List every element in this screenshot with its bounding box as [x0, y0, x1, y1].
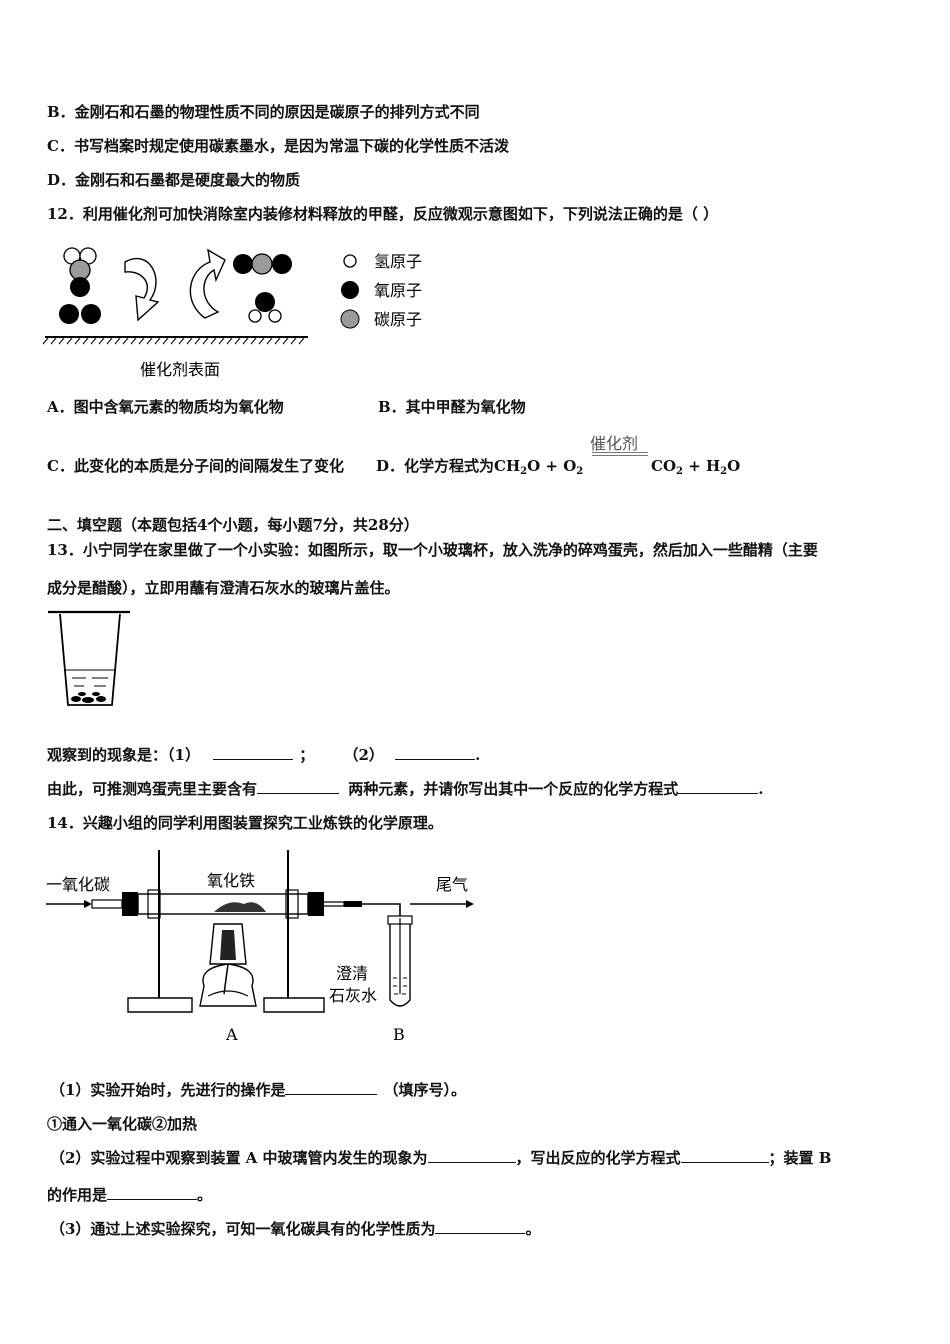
- oxygen-atom: [255, 292, 275, 312]
- equation-reactants: CH2O + O2: [494, 457, 584, 477]
- q13-inference-line: 由此，可推测鸡蛋壳里主要含有 两种元素，并请你写出其中一个反应的化学方程式.: [47, 779, 764, 798]
- glass-cup-figure: [48, 610, 130, 706]
- left-stopper: [122, 892, 138, 916]
- answer-blank-device-b[interactable]: [107, 1185, 198, 1200]
- test-tube: [389, 924, 411, 1007]
- oxygen-atom: [59, 304, 79, 324]
- carbon-dioxide-molecule: [233, 253, 292, 275]
- question-13-line-2: 成分是醋酸），立即用蘸有澄清石灰水的玻璃片盖住。: [47, 579, 400, 597]
- question-14: 14．兴趣小组的同学利用图装置探究工业炼铁的化学原理。: [47, 814, 443, 832]
- carbon-atom: [251, 253, 273, 275]
- oxygen-atom: [70, 277, 90, 297]
- clamp: [285, 889, 299, 919]
- option-b-q11: B．金刚石和石墨的物理性质不同的原因是碳原子的排列方式不同: [47, 103, 480, 121]
- oxygen-atom: [272, 254, 292, 274]
- q14-part-2: （2）实验过程中观察到装置 A 中玻璃管内发生的现象为，写出反应的化学方程式；装…: [50, 1148, 832, 1167]
- surface-hatching: [42, 337, 305, 345]
- legend-hydrogen: 氢原子: [374, 252, 422, 271]
- equation-products: CO2 + H2O: [651, 457, 741, 477]
- option-b-q12: B．其中甲醛为氧化物: [378, 398, 526, 416]
- hydrogen-atom: [268, 309, 282, 323]
- answer-blank-elements[interactable]: [257, 779, 340, 794]
- iron-smelting-apparatus: 一氧化碳 氧化铁 尾气 澄清 石灰水 A B: [46, 850, 474, 1044]
- label-a: A: [225, 1025, 238, 1044]
- oxygen-atom: [81, 304, 101, 324]
- iron-oxide-powder: [214, 902, 266, 912]
- liquid-lines: [72, 677, 108, 687]
- legend-oxygen: 氧原子: [374, 281, 422, 300]
- catalyst-condition: 催化剂: [590, 434, 639, 453]
- answer-blank-equation-2[interactable]: [680, 1148, 769, 1163]
- answer-blank-1[interactable]: [213, 745, 294, 760]
- answer-blank-phenomenon[interactable]: [427, 1148, 516, 1163]
- outlet-arrowhead-icon: [466, 900, 474, 908]
- q13-observation-line: 观察到的现象是：（1） ； （2） .: [47, 745, 481, 764]
- question-12: 12．利用催化剂可加快消除室内装修材料释放的甲醛，反应微观示意图如下，下列说法正…: [47, 205, 719, 223]
- reaction-micro-diagram: 催化剂表面 氢原子 氧原子 碳原子: [42, 247, 422, 379]
- q14-part-2-cont: 的作用是。: [47, 1185, 213, 1204]
- label-limewater-1: 澄清: [336, 964, 368, 983]
- equation-equals-sign: [592, 452, 648, 456]
- limewater-lines: [393, 977, 407, 995]
- option-a-q12: A．图中含氧元素的物质均为氧化物: [47, 398, 284, 416]
- option-d-q12: D．化学方程式为CH2O + O2: [376, 456, 583, 482]
- inlet-arrowhead-icon: [84, 900, 92, 908]
- q14-part-1: （1）实验开始时，先进行的操作是（填序号）。: [50, 1080, 466, 1099]
- right-stopper: [308, 892, 324, 916]
- lamp-flame: [220, 930, 236, 960]
- alcohol-lamp: [199, 963, 257, 1007]
- q14-part-3: （3）通过上述实验探究，可知一氧化碳具有的化学性质为。: [50, 1219, 541, 1238]
- formaldehyde-molecule: [63, 247, 97, 297]
- catalyst-surface-caption: 催化剂表面: [140, 360, 220, 379]
- label-tail-gas: 尾气: [436, 875, 468, 894]
- answer-blank-2[interactable]: [395, 745, 476, 760]
- answer-blank-property[interactable]: [435, 1219, 526, 1234]
- hydrogen-legend-icon: [343, 254, 357, 268]
- oxygen-atom: [233, 254, 253, 274]
- stand-base-left: [127, 997, 193, 1013]
- oxygen-legend-icon: [341, 281, 359, 299]
- hydrogen-atom: [248, 309, 262, 323]
- water-molecule: [248, 292, 282, 323]
- option-c-q12: C．此变化的本质是分子间的间隔发生了变化: [47, 457, 344, 475]
- oxygen-molecule: [59, 304, 101, 324]
- rubber-connector: [344, 901, 362, 907]
- answer-blank-equation[interactable]: [678, 779, 759, 794]
- option-d-label: D．化学方程式为: [376, 457, 495, 475]
- answer-blank-first-step[interactable]: [285, 1080, 378, 1095]
- question-13-line-1: 13．小宁同学在家里做了一个小实验：如图所示，取一个小玻璃杯，放入洗净的碎鸡蛋壳…: [47, 541, 818, 559]
- label-b: B: [393, 1025, 405, 1044]
- delivery-tube: [362, 903, 401, 918]
- label-limewater-2: 石灰水: [329, 986, 377, 1005]
- label-iron-oxide: 氧化铁: [207, 871, 255, 890]
- option-d-q11: D．金刚石和石墨都是硬度最大的物质: [47, 171, 301, 189]
- glass-cup: [59, 613, 121, 706]
- q14-options: ①通入一氧化碳②加热: [47, 1115, 198, 1133]
- label-carbon-monoxide: 一氧化碳: [46, 875, 110, 894]
- curved-arrow-icon: [124, 257, 160, 322]
- section-heading: 二、填空题（本题包括4个小题，每小题7分，共28分）: [47, 516, 419, 534]
- legend-carbon: 碳原子: [374, 310, 422, 329]
- eggshell-pieces: [71, 692, 106, 703]
- curved-arrow-icon: [189, 248, 226, 319]
- stand-base-right: [263, 997, 325, 1013]
- option-c-q11: C．书写档案时规定使用碳素墨水，是因为常温下碳的化学性质不活泼: [47, 137, 509, 155]
- carbon-legend-icon: [340, 309, 360, 329]
- inlet-tube: [91, 899, 123, 909]
